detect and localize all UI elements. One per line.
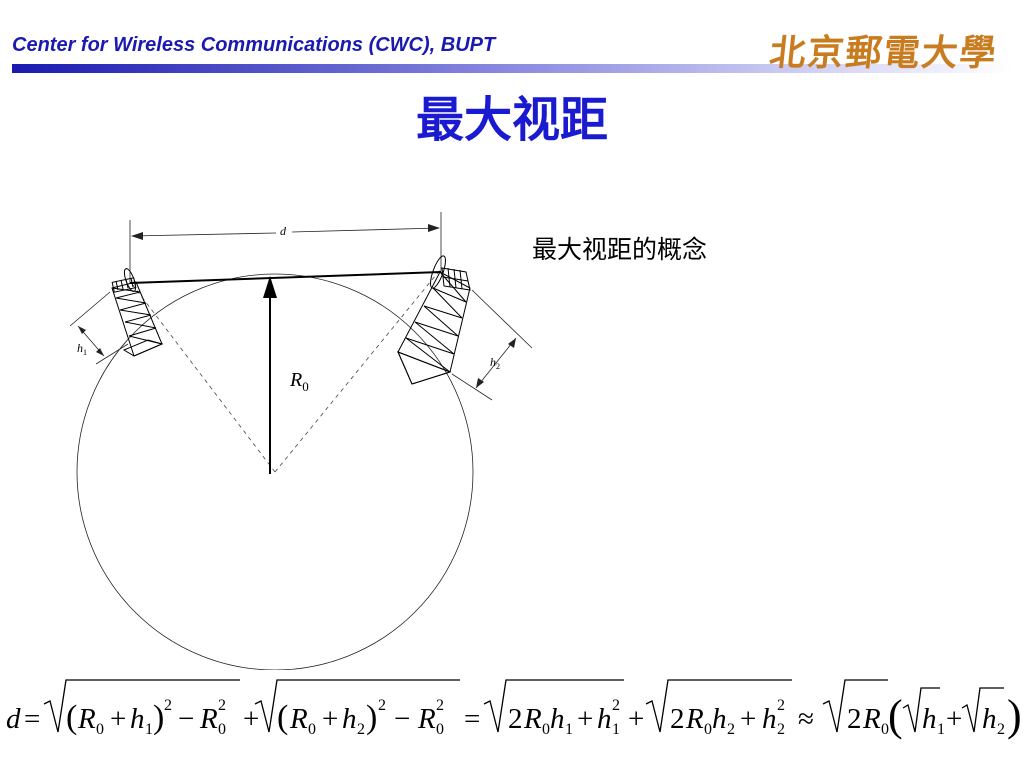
formula-text: d = ( R 0 + h 1 ) 2 − R 0 2 + ( R 0 + h … [6, 691, 1022, 740]
svg-text:h: h [922, 703, 937, 735]
svg-text:R: R [417, 703, 436, 735]
h2-arrow-bottom [476, 378, 484, 388]
svg-text:2: 2 [357, 721, 365, 738]
svg-text:2: 2 [670, 703, 685, 735]
slide-title: 最大视距 [415, 92, 608, 148]
d-label: d [280, 224, 287, 238]
h1-arrow-top [78, 326, 86, 334]
tangent-dashed-left [131, 283, 276, 473]
h2-label: h2 [490, 355, 500, 371]
svg-text:+: + [577, 703, 593, 735]
d-dimension-line-left [131, 232, 277, 237]
svg-text:=: = [24, 703, 40, 735]
svg-text:2: 2 [378, 697, 386, 714]
svg-text:2: 2 [847, 703, 862, 735]
concept-text: 最大视距的概念 [532, 235, 708, 264]
svg-text:0: 0 [308, 721, 316, 738]
svg-text:R: R [685, 703, 704, 735]
earth-circle [76, 273, 474, 670]
svg-text:1: 1 [937, 721, 945, 738]
svg-text:1: 1 [612, 721, 620, 738]
h2-ext-top [471, 289, 533, 349]
radius-arrowhead [263, 276, 277, 298]
svg-text:2: 2 [164, 697, 172, 714]
svg-text:): ) [366, 699, 377, 736]
svg-text:h: h [982, 703, 997, 735]
organization-name: Center for Wireless Communications (CWC)… [12, 34, 496, 56]
h1-ext-top [69, 291, 111, 327]
svg-text:2: 2 [727, 721, 735, 738]
svg-text:h: h [342, 703, 357, 735]
svg-text:d: d [6, 703, 21, 735]
svg-text:0: 0 [218, 721, 226, 738]
svg-text:2: 2 [436, 697, 444, 714]
svg-text:−: − [178, 703, 194, 735]
svg-text:h: h [762, 703, 777, 735]
svg-text:2: 2 [997, 721, 1005, 738]
radius-label: R0 [289, 369, 309, 394]
svg-text:(: ( [277, 699, 288, 736]
tangent-dashed-right [274, 269, 441, 473]
svg-text:0: 0 [436, 721, 444, 738]
d-arrowhead-left [131, 232, 143, 240]
svg-text:(: ( [888, 691, 903, 740]
svg-text:h: h [712, 703, 727, 735]
svg-text:2: 2 [777, 721, 785, 738]
svg-text:0: 0 [704, 721, 712, 738]
header-divider [12, 64, 1012, 73]
svg-text:R: R [523, 703, 542, 735]
svg-text:+: + [628, 703, 644, 735]
svg-text:+: + [740, 703, 756, 735]
svg-text:+: + [946, 703, 962, 735]
svg-text:1: 1 [145, 721, 153, 738]
svg-text:): ) [1007, 691, 1022, 740]
svg-text:1: 1 [565, 721, 573, 738]
svg-text:R: R [862, 703, 881, 735]
svg-text:0: 0 [881, 721, 889, 738]
svg-text:2: 2 [218, 697, 226, 714]
h1-ext-bottom [95, 343, 129, 365]
svg-text:2: 2 [612, 697, 620, 714]
h2-dim-line [475, 337, 517, 389]
svg-text:≈: ≈ [798, 703, 814, 735]
svg-text:R: R [77, 703, 96, 735]
svg-text:−: − [394, 703, 410, 735]
svg-text:(: ( [66, 699, 77, 736]
h1-arrow-bottom [96, 348, 104, 356]
formula-radicals [43, 679, 1004, 733]
svg-text:2: 2 [508, 703, 523, 735]
h1-label: h1 [77, 341, 87, 357]
svg-text:R: R [289, 703, 308, 735]
svg-text:+: + [110, 703, 126, 735]
svg-text:): ) [153, 699, 164, 736]
svg-text:h: h [597, 703, 612, 735]
max-los-distance-formula: d = ( R 0 + h 1 ) 2 − R 0 2 + ( R 0 + h … [6, 679, 1022, 740]
h2-arrow-top [508, 338, 516, 348]
right-antenna-tower [397, 255, 471, 385]
svg-text:h: h [130, 703, 145, 735]
svg-text:+: + [243, 703, 259, 735]
svg-text:R: R [199, 703, 218, 735]
line-of-sight-diagram: R0 d h1 [69, 212, 533, 670]
svg-text:=: = [464, 703, 480, 735]
line-of-sight [129, 271, 442, 284]
h2-ext-bottom [451, 373, 493, 401]
d-arrowhead-right [428, 224, 440, 232]
svg-text:+: + [322, 703, 338, 735]
left-antenna-tower [111, 268, 164, 357]
svg-text:2: 2 [777, 697, 785, 714]
d-dimension-line-right [291, 227, 440, 233]
svg-text:h: h [550, 703, 565, 735]
svg-text:0: 0 [542, 721, 550, 738]
svg-text:0: 0 [96, 721, 104, 738]
